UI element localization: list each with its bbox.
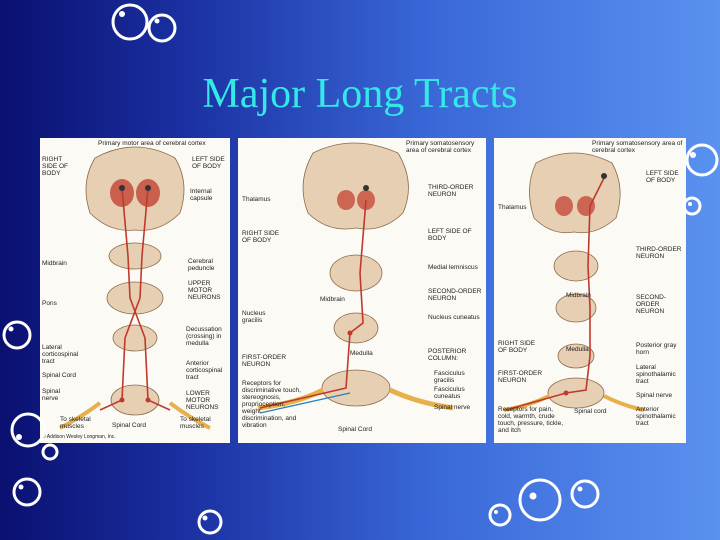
label-lateral-spinothalamic-tract: Lateral spinothalamic tract — [636, 364, 684, 385]
label-right-side-of-body: RIGHT SIDE OF BODY — [498, 340, 538, 354]
copyright-text: © Addison Wesley Longman, Inc. — [42, 434, 116, 441]
label-midbrain: Midbrain — [566, 292, 591, 299]
label-to-skeletal-muscles-left: To skeletal muscles — [180, 416, 218, 430]
posterior-column-figure: Primary somatosensory area of cerebral c… — [238, 138, 486, 443]
label-primary-somatosensory-area: Primary somatosensory area of cerebral c… — [406, 140, 484, 154]
label-posterior-column: POSTERIOR COLUMN: — [428, 348, 484, 362]
label-spinal-cord: Spinal cord — [574, 408, 607, 415]
label-left-side-of-body: LEFT SIDE OF BODY — [192, 156, 228, 170]
label-midbrain: Midbrain — [320, 296, 345, 303]
label-spinal-cord: Spinal Cord — [338, 426, 372, 433]
label-lower-motor-neurons: LOWER MOTOR NEURONS — [186, 390, 228, 411]
label-medulla: Medulla — [566, 346, 589, 353]
label-fasciculus-gracilis: Fasciculus gracilis — [434, 370, 484, 384]
label-left-side-of-body: LEFT SIDE OF BODY — [646, 170, 684, 184]
label-upper-motor-neurons: UPPER MOTOR NEURONS — [188, 280, 228, 301]
label-nucleus-gracilis: Nucleus gracilis — [242, 310, 282, 324]
label-anterior-spinothalamic-tract: Anterior spinothalamic tract — [636, 406, 684, 427]
label-posterior-gray-horn: Posterior gray horn — [636, 342, 684, 356]
label-second-order-neuron: SECOND-ORDER NEURON — [428, 288, 484, 302]
label-receptors-pain: Receptors for pain, cold, warmth, crude … — [498, 406, 568, 434]
label-right-side-of-body: RIGHT SIDE OF BODY — [242, 230, 286, 244]
label-spinal-nerve: Spinal nerve — [434, 404, 484, 411]
label-primary-motor-area: Primary motor area of cerebral cortex — [98, 140, 206, 147]
corticospinal-tract-figure: Primary motor area of cerebral cortex RI… — [40, 138, 230, 443]
label-third-order-neuron: THIRD-ORDER NEURON — [428, 184, 484, 198]
label-nucleus-cuneatus: Nucleus cuneatus — [428, 314, 484, 321]
label-thalamus: Thalamus — [498, 204, 527, 211]
label-third-order-neuron: THIRD-ORDER NEURON — [636, 246, 684, 260]
label-right-side-of-body: RIGHT SIDE OF BODY — [42, 156, 78, 177]
label-medial-lemniscus: Medial lemniscus — [428, 264, 484, 271]
label-first-order-neuron: FIRST-ORDER NEURON — [242, 354, 288, 368]
label-spinal-cord: Spinal Cord — [42, 372, 76, 379]
label-left-side-of-body: LEFT SIDE OF BODY — [428, 228, 484, 242]
label-pons: Pons — [42, 300, 57, 307]
label-decussation: Decussation (crossing) in medulla — [186, 326, 228, 347]
label-spinal-nerve: Spinal nerve — [636, 392, 684, 399]
label-anterior-corticospinal-tract: Anterior corticospinal tract — [186, 360, 228, 381]
label-fasciculus-cuneatus: Fasciculus cuneatus — [434, 386, 484, 400]
label-spinal-cord-bottom: Spinal Cord — [112, 422, 146, 429]
label-to-skeletal-muscles-right: To skeletal muscles — [60, 416, 96, 430]
spinothalamic-tract-figure: Primary somatosensory area of cerebral c… — [494, 138, 686, 443]
label-first-order-neuron: FIRST-ORDER NEURON — [498, 370, 546, 384]
label-primary-somatosensory-area: Primary somatosensory area of cerebral c… — [592, 140, 684, 154]
label-internal-capsule: Internal capsule — [190, 188, 228, 202]
label-spinal-nerve: Spinal nerve — [42, 388, 72, 402]
label-second-order-neuron: SECOND-ORDER NEURON — [636, 294, 684, 315]
label-cerebral-peduncle: Cerebral peduncle — [188, 258, 228, 272]
label-thalamus: Thalamus — [242, 196, 271, 203]
label-lateral-corticospinal-tract: Lateral corticospinal tract — [42, 344, 82, 365]
label-midbrain: Midbrain — [42, 260, 67, 267]
label-receptors-discriminative-touch: Receptors for discriminative touch, ster… — [242, 380, 304, 429]
slide-title: Major Long Tracts — [0, 70, 720, 118]
label-medulla: Medulla — [350, 350, 373, 357]
